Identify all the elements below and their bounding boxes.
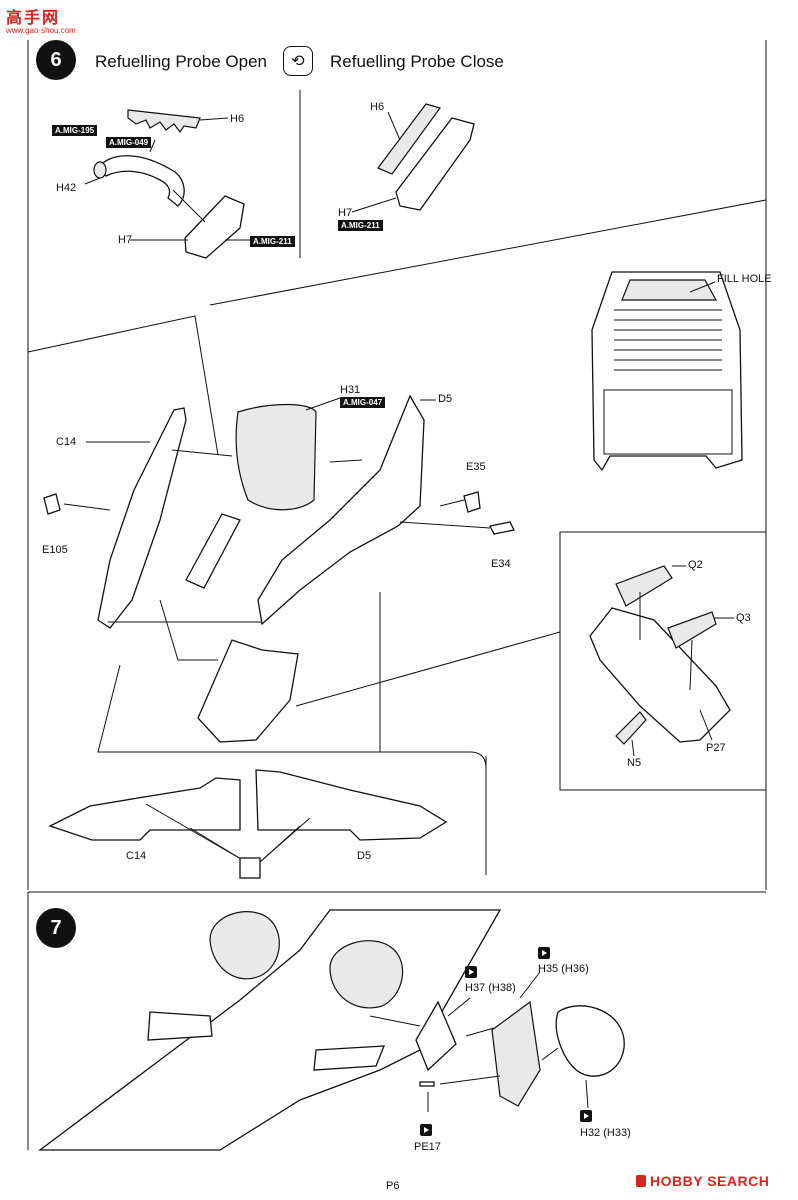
part-bulkhead-view bbox=[591, 271, 743, 472]
step-7-badge: 7 bbox=[36, 908, 76, 948]
part-c14-profile bbox=[48, 777, 241, 841]
part-h6-open bbox=[127, 109, 201, 134]
toggle-icon: ⟲ bbox=[283, 46, 313, 76]
part-fill-hole-area bbox=[621, 279, 718, 301]
label-h37: H37 (H38) bbox=[465, 982, 516, 994]
part-h31-canopy bbox=[235, 403, 317, 511]
part-inset-fuselage bbox=[589, 607, 731, 743]
part-pe17 bbox=[419, 1081, 435, 1087]
label-h6-close: H6 bbox=[370, 101, 385, 113]
label-h32: H32 (H33) bbox=[580, 1127, 631, 1139]
label-d5: D5 bbox=[438, 393, 453, 405]
label-d5-bottom: D5 bbox=[357, 850, 372, 862]
part-d5 bbox=[257, 394, 425, 626]
part-cockpit-tub bbox=[197, 639, 299, 743]
option-icon-h32 bbox=[580, 1110, 592, 1122]
label-p27: P27 bbox=[706, 742, 726, 754]
paint-mig211-close: A.MIG-211 bbox=[338, 220, 383, 231]
label-c14-bottom: C14 bbox=[126, 850, 147, 862]
option-icon-h35 bbox=[538, 947, 550, 959]
label-q3: Q3 bbox=[736, 612, 751, 624]
title-probe-close: Refuelling Probe Close bbox=[330, 52, 504, 71]
part-engine-nozzle-right bbox=[329, 940, 404, 1009]
part-e105 bbox=[43, 493, 61, 515]
label-n5: N5 bbox=[627, 757, 642, 769]
watermark-brand: 高手网 bbox=[6, 10, 61, 27]
step-6-badge: 6 bbox=[36, 40, 76, 80]
title-probe-open: Refuelling Probe Open bbox=[95, 52, 268, 71]
label-c14: C14 bbox=[56, 436, 77, 448]
part-engine-nozzle-left bbox=[209, 911, 280, 980]
watermark-url: www.gao-shou.com bbox=[6, 26, 76, 35]
part-h7-open bbox=[184, 195, 245, 259]
label-e34: E34 bbox=[491, 558, 511, 570]
part-c14 bbox=[97, 407, 187, 629]
part-d5-profile bbox=[255, 769, 448, 841]
part-h42-probe bbox=[97, 155, 185, 207]
label-h7-open: H7 bbox=[118, 234, 133, 246]
label-h35: H35 (H36) bbox=[538, 963, 589, 975]
part-tail-fin bbox=[147, 1011, 213, 1041]
part-h32 bbox=[555, 1005, 625, 1077]
hobby-search-mark-icon bbox=[636, 1175, 646, 1187]
label-h6-open: H6 bbox=[230, 113, 245, 125]
hobby-search-logo: HOBBY SEARCH bbox=[636, 1173, 769, 1189]
label-fill-hole: FILL HOLE bbox=[717, 273, 772, 285]
label-pe17: PE17 bbox=[414, 1141, 441, 1153]
label-h31: H31 bbox=[340, 384, 361, 396]
watermark-logo: 高手网 www.gao-shou.com bbox=[6, 4, 76, 35]
hobby-search-text: HOBBY SEARCH bbox=[650, 1173, 770, 1189]
page-number: P6 bbox=[386, 1180, 400, 1192]
label-e35: E35 bbox=[466, 461, 486, 473]
label-h7-close: H7 bbox=[338, 207, 353, 219]
part-h7-close bbox=[395, 117, 475, 211]
part-h37 bbox=[415, 1000, 457, 1072]
part-h6-close bbox=[377, 103, 441, 175]
paint-mig047: A.MIG-047 bbox=[340, 397, 386, 408]
label-q2: Q2 bbox=[688, 559, 703, 571]
part-n5 bbox=[615, 711, 647, 745]
paint-mig195: A.MIG-195 bbox=[52, 125, 98, 136]
part-h35 bbox=[491, 1000, 541, 1107]
paint-mig211-open: A.MIG-211 bbox=[250, 236, 295, 247]
part-side-rail bbox=[185, 513, 241, 589]
label-e105: E105 bbox=[42, 544, 68, 556]
label-h42: H42 bbox=[56, 182, 77, 194]
part-q3 bbox=[667, 611, 717, 649]
part-ventral-strake bbox=[313, 1045, 385, 1071]
inset-frame bbox=[559, 531, 767, 791]
option-icon-h37 bbox=[465, 966, 477, 978]
paint-mig049: A.MIG-049 bbox=[106, 137, 152, 148]
part-e35 bbox=[463, 491, 481, 513]
option-icon-pe17 bbox=[420, 1124, 432, 1136]
part-q2 bbox=[615, 565, 673, 607]
glue-icon bbox=[239, 857, 261, 879]
part-h42-tip bbox=[93, 161, 107, 179]
part-e34 bbox=[489, 521, 515, 535]
